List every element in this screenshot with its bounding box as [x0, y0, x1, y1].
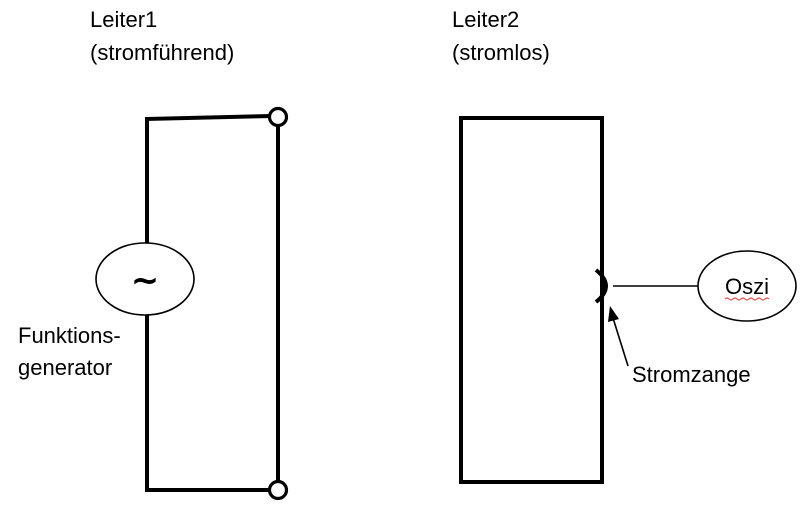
conductor2-loop [459, 116, 604, 484]
oscilloscope-label: Oszi [725, 274, 769, 299]
conductor1-subtitle: (stromführend) [90, 40, 234, 65]
function-generator: ~ [95, 242, 195, 316]
generator-label-line2: generator [18, 355, 112, 380]
oscilloscope-circle-icon [697, 250, 797, 322]
conductor1-title: Leiter1 [90, 7, 157, 32]
conductor1-loop [144, 106, 289, 501]
terminal-top-icon [267, 106, 289, 128]
conductor2-title: Leiter2 [452, 7, 519, 32]
generator-circle-icon [95, 242, 195, 316]
current-clamp-icon [594, 268, 608, 304]
ac-source-icon: ~ [131, 261, 160, 301]
generator-label-line1: Funktions- [18, 323, 121, 348]
conductor1-top-wire [144, 113, 273, 122]
spellcheck-underline-icon [724, 297, 770, 301]
clamp-label: Stromzange [632, 362, 751, 387]
terminal-bottom-icon [267, 479, 289, 501]
clamp-arrow-icon [608, 306, 629, 367]
conductor2-subtitle: (stromlos) [452, 40, 550, 65]
